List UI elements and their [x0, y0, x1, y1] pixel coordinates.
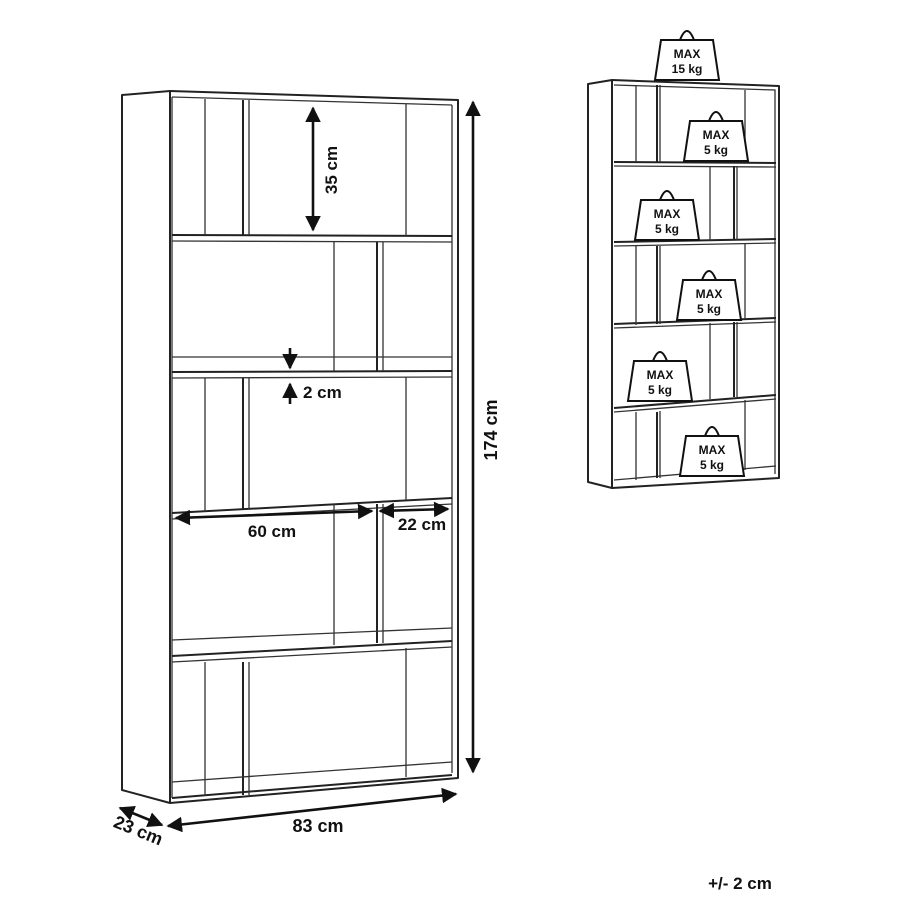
total-height-dimension: 174 cm	[465, 100, 501, 774]
weight-icon: MAX 5 kg	[678, 426, 746, 477]
weight-value-label: 15 kg	[672, 62, 703, 76]
weight-icon: MAX 5 kg	[675, 270, 743, 321]
total-width-label: 83 cm	[292, 816, 343, 836]
weight-value-label: 5 kg	[700, 458, 724, 472]
total-height-label: 174 cm	[481, 399, 501, 460]
small-compartment-width-label: 22 cm	[398, 515, 446, 534]
weight-icon: MAX 15 kg	[653, 30, 721, 81]
weight-value-label: 5 kg	[697, 302, 721, 316]
weight-icons: MAX 15 kg MAX 5 kg MAX 5 kg MAX 5 kg MAX…	[626, 30, 750, 477]
weight-max-label: MAX	[696, 287, 723, 301]
compartment-width-dimensions: 60 cm 22 cm	[174, 501, 450, 541]
weight-max-label: MAX	[647, 368, 674, 382]
bookcase-dimension-drawing: 35 cm 2 cm 60 cm 22 cm 174 cm 83 cm	[111, 90, 501, 850]
bookcase-side-panel	[121, 90, 171, 804]
board-thickness-dimension: 2 cm	[282, 348, 342, 404]
bookcase-dividers	[171, 99, 453, 796]
depth-label: 23 cm	[111, 812, 166, 850]
weight-value-label: 5 kg	[704, 143, 728, 157]
weight-max-label: MAX	[699, 443, 726, 457]
load-bookcase-front	[611, 79, 780, 489]
large-compartment-width-label: 60 cm	[248, 522, 296, 541]
shelf-height-label: 35 cm	[322, 146, 341, 194]
weight-value-label: 5 kg	[648, 383, 672, 397]
weight-icon: MAX 5 kg	[633, 190, 701, 241]
tolerance-note: +/- 2 cm	[708, 874, 772, 893]
weight-icon: MAX 5 kg	[682, 111, 750, 162]
total-width-dimension: 83 cm	[166, 787, 458, 836]
load-bookcase-dividers	[635, 85, 746, 480]
board-thickness-label: 2 cm	[303, 383, 342, 402]
weight-max-label: MAX	[674, 47, 701, 61]
weight-max-label: MAX	[654, 207, 681, 221]
shelf-height-dimension: 35 cm	[305, 106, 341, 232]
depth-dimension: 23 cm	[111, 806, 166, 850]
weight-icon: MAX 5 kg	[626, 351, 694, 402]
load-bookcase-side	[587, 79, 613, 489]
weight-max-label: MAX	[703, 128, 730, 142]
weight-value-label: 5 kg	[655, 222, 679, 236]
